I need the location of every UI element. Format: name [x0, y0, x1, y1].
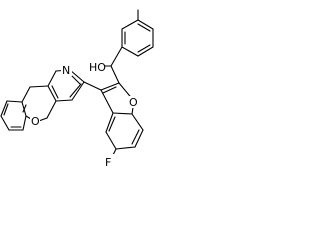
- chemical-structure: HO O F N O: [0, 9, 154, 169]
- bond-lines: [0, 9, 154, 160]
- pyran-oxygen-label: O: [31, 115, 40, 128]
- ho-label-bg: [88, 61, 104, 73]
- furan-oxygen-label: O: [129, 96, 138, 109]
- furan-o-label-bg: [128, 96, 138, 108]
- pyran-o-label-bg: [30, 115, 40, 127]
- fluorine-label: F: [105, 156, 111, 169]
- fluorine-label-bg: [104, 154, 114, 166]
- pyridine-nitrogen-label: N: [62, 64, 70, 77]
- hydroxyl-label: HO: [89, 61, 106, 74]
- nitrogen-label-bg: [61, 64, 72, 76]
